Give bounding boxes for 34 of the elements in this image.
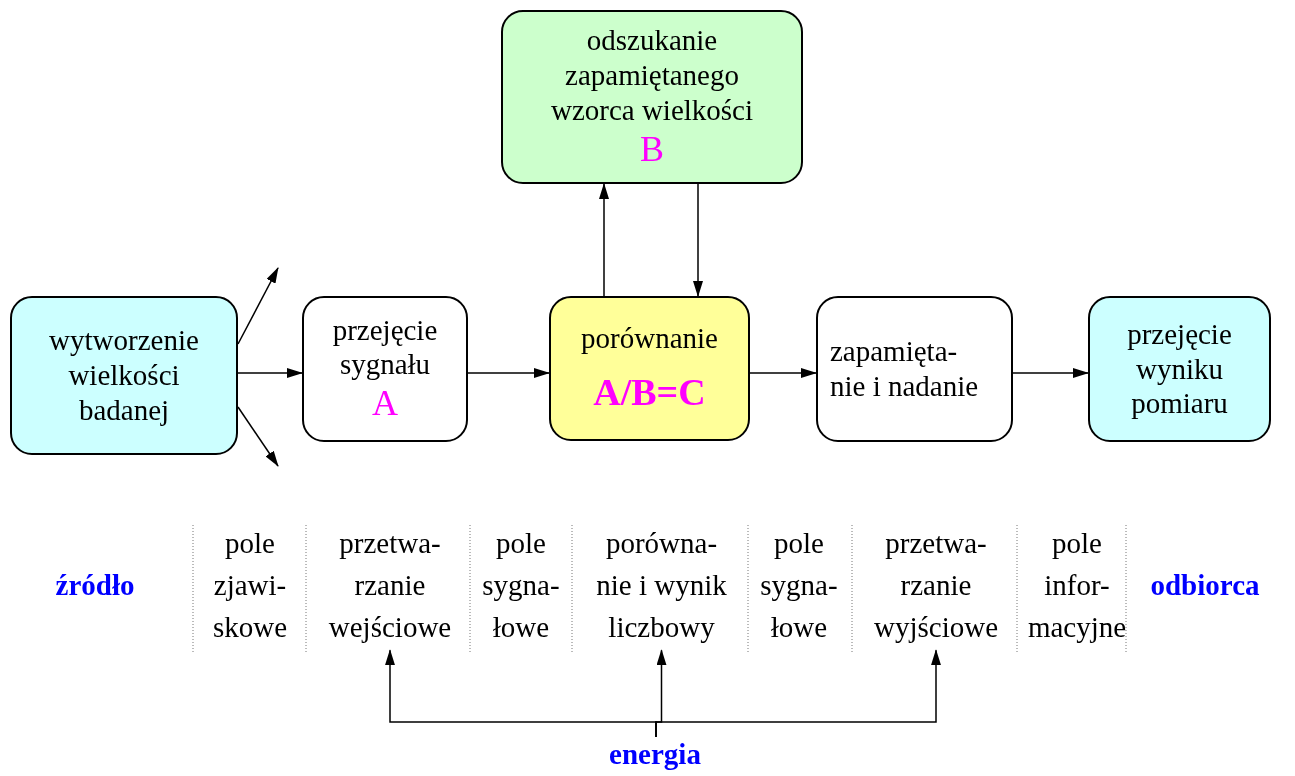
box-label: odszukanie zapamiętanego wzorca wielkości [549, 23, 755, 128]
box-label: przejęcie sygnału [331, 312, 439, 383]
arrow [467, 368, 550, 378]
column-text: pole infor- macyjne [1026, 526, 1128, 646]
box-label: zapamięta- nie i nadanie [830, 334, 979, 404]
symbol-label: A [372, 382, 398, 426]
process-box [549, 296, 750, 441]
symbol-label: B [640, 127, 664, 171]
column-text: porówna- nie i wynik liczbowy [573, 522, 750, 649]
process-box [10, 296, 238, 455]
column-text: przetwa- rzanie wejściowe [308, 522, 472, 649]
arrow [1012, 368, 1089, 378]
column-text: przetwa- rzanie wyjściowe [853, 522, 1019, 649]
arrow [749, 368, 817, 378]
arrow [237, 368, 303, 378]
symbol-label: A/B=C [593, 370, 706, 416]
box-label: porównanie [581, 321, 718, 357]
box-label: wytworzenie wielkości badanej [48, 323, 200, 428]
arrow [237, 406, 279, 467]
box-label: przejęcie wyniku pomiaru [1126, 316, 1233, 422]
arrow [237, 267, 279, 345]
process-box [816, 296, 1013, 442]
arrow [655, 649, 941, 738]
arrow [693, 183, 703, 297]
energy-label: energia [560, 733, 750, 776]
process-box [501, 10, 803, 184]
column-text: pole sygna- łowe [759, 526, 839, 646]
column-text: pole zjawi- skowe [211, 526, 289, 646]
end-label: źródło [54, 568, 136, 603]
arrow [599, 183, 609, 297]
process-box [302, 296, 468, 442]
end-label: odbiorca [1149, 568, 1261, 603]
process-box [1088, 296, 1271, 442]
column-text: pole sygna- łowe [481, 526, 561, 646]
